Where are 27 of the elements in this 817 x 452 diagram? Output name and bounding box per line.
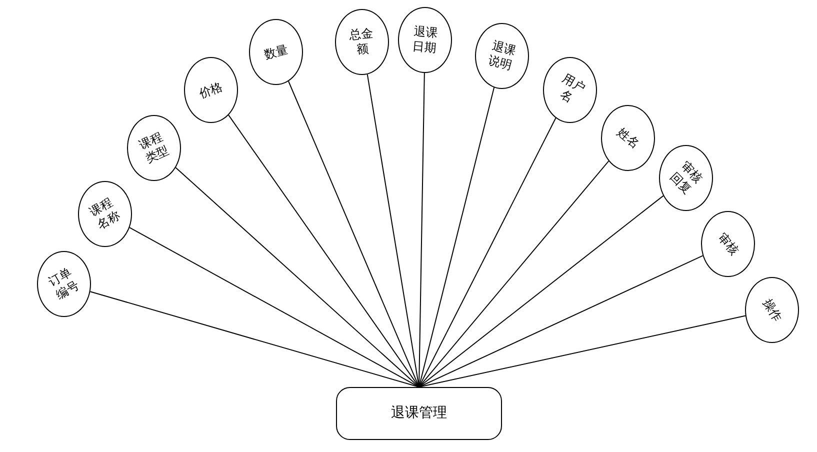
entity-box: 退课管理 [336, 387, 502, 440]
connector-line [288, 80, 420, 388]
connector-line [418, 195, 664, 388]
connector-line [418, 255, 704, 388]
connector-line [418, 118, 556, 388]
attribute-ellipse: 退课说明 [475, 23, 529, 89]
attribute-ellipse: 操作 [745, 277, 799, 343]
attribute-ellipse: 用户名 [543, 57, 597, 123]
attribute-ellipse: 课程名称 [78, 181, 132, 247]
attribute-ellipse: 订单编号 [37, 251, 91, 317]
connector-line [418, 87, 495, 388]
connector-line [366, 74, 420, 388]
attribute-ellipse: 数量 [249, 19, 303, 85]
attribute-ellipse: 价格 [184, 57, 238, 123]
attribute-ellipse: 总金额 [335, 9, 389, 75]
connector-line [418, 315, 746, 388]
connector-line [418, 160, 610, 388]
attribute-ellipse: 审核回复 [659, 145, 713, 211]
connector-line [129, 227, 420, 388]
attribute-ellipse: 审核 [701, 211, 755, 277]
attribute-ellipse: 退课日期 [398, 7, 452, 73]
attribute-ellipse: 课程类型 [127, 115, 181, 181]
connector-line [90, 291, 420, 388]
connector-line [175, 167, 420, 388]
connector-line [228, 114, 420, 388]
attribute-ellipse: 姓名 [601, 105, 655, 171]
connector-line [418, 72, 425, 388]
